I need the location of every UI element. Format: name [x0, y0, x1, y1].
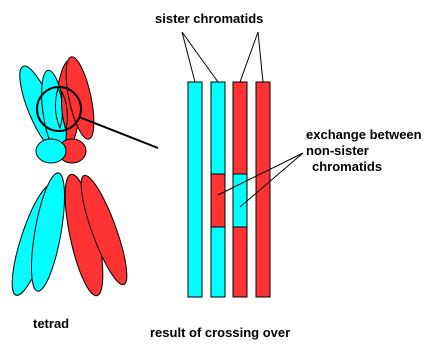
result-label: result of crossing over	[150, 325, 290, 340]
tetrad-cyan-centromere	[36, 139, 66, 163]
sister-chromatids-label: sister chromatids	[155, 11, 263, 26]
exchange-label-line1: exchange between	[306, 127, 422, 142]
exchange-label-line2: non-sister	[306, 143, 369, 158]
exchange-label-line3: chromatids	[312, 159, 382, 174]
sister-chromatids-pointers	[182, 32, 263, 82]
tetrad-label: tetrad	[33, 316, 69, 331]
chromatid-bar-4	[256, 82, 270, 297]
tetrad-figure	[4, 55, 135, 300]
chromatid-bar-2-exchange-segment	[211, 174, 225, 227]
chromatid-bar-1	[188, 82, 202, 297]
